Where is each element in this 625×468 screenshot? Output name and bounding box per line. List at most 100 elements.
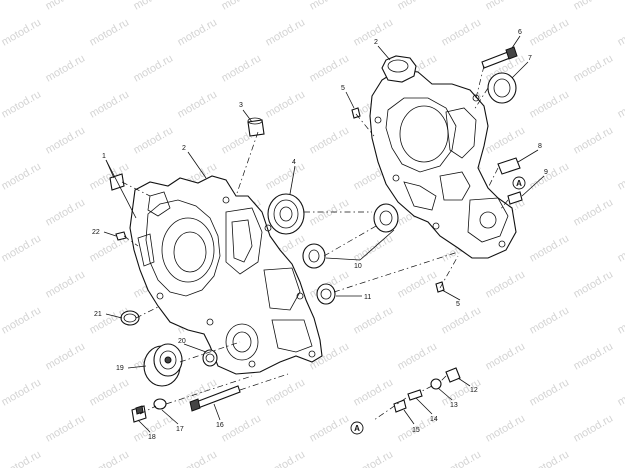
watermark-text: motod.ru	[484, 412, 528, 444]
right-crankcase-half	[369, 55, 517, 259]
callout-22: 22	[92, 229, 100, 236]
watermark-text: motod.ru	[220, 52, 264, 84]
callout-21: 21	[94, 311, 102, 318]
watermark-text: motod.ru	[572, 340, 616, 372]
watermark-text: motod.ru	[396, 268, 440, 300]
watermark-text: motod.ru	[44, 412, 88, 444]
part-11-seal	[316, 283, 336, 305]
watermark-text: motod.ru	[176, 88, 220, 120]
watermark-text: motod.ru	[352, 304, 396, 336]
part-17-washer	[153, 398, 167, 410]
watermark-text: motod.ru	[572, 52, 616, 84]
callout-7: 7	[528, 55, 532, 62]
part-10-bearing	[373, 203, 399, 233]
watermark-text: motod.ru	[484, 268, 528, 300]
watermark-text: motod.ru	[616, 448, 625, 468]
watermark-text: motod.ru	[616, 376, 625, 408]
callout-5-upper: 5	[341, 85, 345, 92]
part-18-drain-plug	[131, 405, 147, 423]
part-12-bolt	[445, 367, 461, 383]
watermark-text: motod.ru	[44, 196, 88, 228]
watermark-text: motod.ru	[396, 340, 440, 372]
callout-labels: 1 2 2 3 4 5 5 6 7 8 9 10 11 12 13 14 15 …	[92, 29, 548, 441]
watermark-text: motod.ru	[0, 304, 43, 336]
watermark-text: motod.ru	[572, 268, 616, 300]
watermark-text: motod.ru	[308, 196, 352, 228]
callout-19: 19	[116, 365, 124, 372]
callout-12: 12	[470, 387, 478, 394]
callout-16: 16	[216, 422, 224, 429]
assembly-lines	[121, 65, 509, 421]
watermark-text: motod.ru	[176, 16, 220, 48]
watermark-text: motod.ru	[88, 88, 132, 120]
part-14-stud	[407, 389, 423, 401]
watermark-text: motod.ru	[44, 0, 88, 13]
parts-group	[109, 46, 523, 423]
watermark-text: motod.ru	[132, 0, 176, 13]
callout-9: 9	[544, 169, 548, 176]
watermark-text: motod.ru	[484, 340, 528, 372]
watermark-text: motod.ru	[88, 448, 132, 468]
part-21-o-ring	[120, 310, 140, 326]
watermark-text: motod.ru	[176, 448, 220, 468]
watermark-text: motod.ru	[0, 448, 43, 468]
left-crankcase-half	[129, 175, 323, 375]
watermark-text: motod.ru	[264, 88, 308, 120]
watermark-text: motod.ru	[572, 412, 616, 444]
part-20-seal	[202, 349, 218, 367]
part-13-washer	[430, 378, 442, 390]
watermark-text: motod.ru	[0, 232, 43, 264]
callout-20: 20	[178, 338, 186, 345]
watermark-text: motod.ru	[88, 376, 132, 408]
watermark-text: motod.ru	[0, 16, 43, 48]
part-10-bearing-lower	[302, 243, 326, 269]
watermark-text: motod.ru	[352, 448, 396, 468]
watermark-text: motod.ru	[264, 448, 308, 468]
watermark-text: motod.ru	[528, 160, 572, 192]
callout-5-lower: 5	[456, 301, 460, 308]
part-16-long-bolt	[189, 385, 241, 412]
reference-mark-a-lower: A	[350, 421, 364, 435]
callout-18: 18	[148, 434, 156, 441]
watermark-text: motod.ru	[440, 304, 484, 336]
watermark-text: motod.ru	[308, 52, 352, 84]
watermark-text: motod.ru	[0, 376, 43, 408]
watermark-text: motod.ru	[528, 376, 572, 408]
callout-17: 17	[176, 426, 184, 433]
watermark-text: motod.ru	[44, 268, 88, 300]
watermark-text: motod.ru	[308, 124, 352, 156]
watermark-text: motod.ru	[396, 0, 440, 13]
callout-8: 8	[538, 143, 542, 150]
watermark-text: motod.ru	[528, 16, 572, 48]
watermark-text: motod.ru	[440, 448, 484, 468]
callout-6: 6	[518, 29, 522, 36]
watermark-text: motod.ru	[132, 124, 176, 156]
part-6-bolt	[481, 46, 518, 69]
callout-15: 15	[412, 427, 420, 434]
reference-mark-a-lower-label: A	[354, 424, 360, 433]
watermark-text: motod.ru	[440, 16, 484, 48]
watermark-text: motod.ru	[264, 16, 308, 48]
watermark-text: motod.ru	[0, 160, 43, 192]
watermark-text: motod.ru	[264, 376, 308, 408]
watermark-text: motod.ru	[528, 88, 572, 120]
watermark-text: motod.ru	[484, 124, 528, 156]
part-8-plug	[497, 157, 521, 175]
callout-3: 3	[239, 102, 243, 109]
watermark-text: motod.ru	[572, 196, 616, 228]
reference-mark-a-upper-label: A	[516, 179, 522, 188]
watermark-text: motod.ru	[44, 340, 88, 372]
callout-11: 11	[364, 294, 371, 301]
callout-1: 1	[102, 153, 106, 160]
callout-14: 14	[430, 416, 438, 423]
part-22-dowel	[115, 231, 127, 241]
watermark-text: motod.ru	[44, 124, 88, 156]
watermark-text: motod.ru	[132, 52, 176, 84]
watermark-text: motod.ru	[572, 124, 616, 156]
part-19-pulley	[143, 343, 183, 387]
callout-4: 4	[292, 159, 296, 166]
watermark-text: motod.ru	[528, 232, 572, 264]
reference-mark-a-upper: A	[512, 176, 526, 190]
watermark-text: motod.ru	[220, 0, 264, 13]
